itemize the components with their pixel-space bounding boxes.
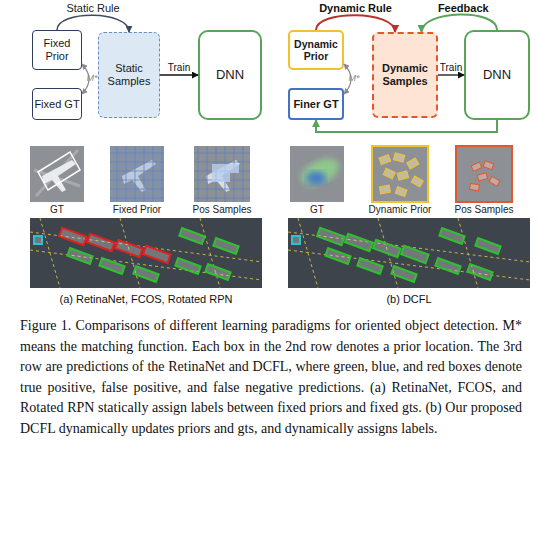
finer-gt-thumbnail — [290, 146, 344, 202]
edge-label: Static Rule — [66, 2, 119, 14]
node-text: DNN — [216, 68, 244, 83]
thumbnail-label: Fixed Prior — [113, 204, 161, 215]
subfigure-label: (b) DCFL — [386, 293, 431, 305]
node-text: Fixed GT — [34, 98, 79, 111]
feedback-arrow — [422, 14, 498, 32]
feedback-arrow — [316, 120, 497, 132]
prediction-image — [30, 218, 262, 288]
samples-box: Static Samples — [98, 32, 160, 118]
fixed-prior-thumbnail — [110, 146, 164, 202]
samples-box: Dynamic Samples — [372, 32, 438, 118]
figure-caption: Figure 1. Comparisons of different learn… — [20, 316, 522, 440]
rule-arrow — [57, 15, 129, 32]
gt-box: Finer GT — [288, 88, 344, 120]
thumbnail-label: GT — [50, 204, 64, 215]
thumbnail-label: Pos Samples — [455, 204, 514, 215]
dynamic-pos-samples-thumbnail — [456, 146, 512, 202]
gt-thumbnail — [30, 146, 84, 202]
edge-label: M* — [87, 73, 98, 83]
node-text: Static Samples — [99, 62, 159, 87]
rule-arrow — [316, 15, 395, 32]
thumbnail-label: Dynamic Prior — [369, 204, 432, 215]
dynamic-prior-thumbnail — [372, 146, 428, 202]
thumbnail-label: GT — [310, 204, 324, 215]
thumbnail-label: Pos Samples — [193, 204, 252, 215]
node-text: Dynamic Samples — [374, 62, 436, 87]
node-text: Fixed Prior — [33, 37, 81, 62]
train-arrow — [160, 74, 198, 75]
gt-box: Fixed GT — [32, 88, 82, 120]
subfigure-label: (a) RetinaNet, FCOS, Rotated RPN — [59, 293, 232, 305]
node-text: Dynamic Prior — [290, 38, 342, 62]
train-arrow — [438, 74, 464, 75]
prediction-image — [288, 218, 530, 288]
prior-box: Fixed Prior — [32, 30, 82, 70]
network-box: DNN — [198, 30, 262, 120]
edge-label: Train — [440, 62, 462, 73]
edge-label: Dynamic Rule — [319, 2, 392, 14]
edge-label: Train — [168, 62, 190, 73]
edge-label: Feedback — [438, 2, 489, 14]
node-text: Finer GT — [293, 98, 338, 111]
edge-label: M* — [349, 73, 360, 83]
pos-samples-thumbnail — [194, 146, 250, 202]
network-box: DNN — [464, 30, 530, 120]
node-text: DNN — [483, 68, 511, 83]
prior-box: Dynamic Prior — [288, 30, 344, 70]
